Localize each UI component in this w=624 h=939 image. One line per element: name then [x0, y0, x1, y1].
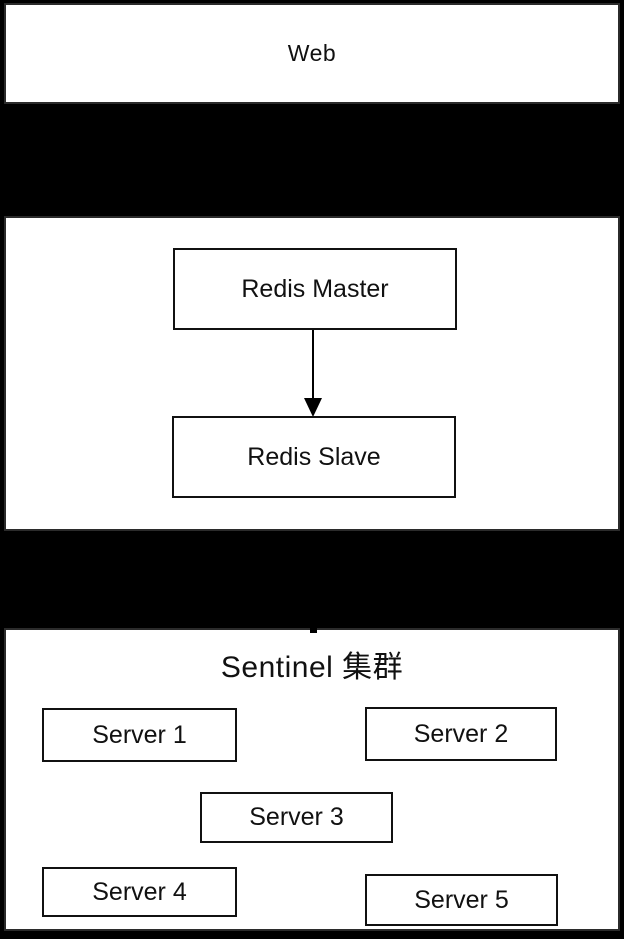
server-5-box: Server 5	[365, 874, 558, 926]
sentinel-panel: Sentinel 集群 Server 1 Server 2 Server 3 S…	[4, 628, 620, 931]
server-1-box: Server 1	[42, 708, 237, 762]
arrow-down-icon	[304, 330, 322, 417]
web-label: Web	[287, 40, 337, 66]
server-4-box: Server 4	[42, 867, 237, 917]
sentinel-title: Sentinel 集群	[220, 651, 404, 684]
server-2-label: Server 2	[413, 719, 509, 748]
connector-notch	[310, 628, 317, 633]
redis-master-label: Redis Master	[241, 274, 389, 303]
server-5-label: Server 5	[414, 885, 509, 914]
server-3-label: Server 3	[249, 803, 344, 831]
web-panel: Web	[4, 3, 620, 104]
redis-slave-label: Redis Slave	[247, 442, 381, 471]
redis-slave-box: Redis Slave	[172, 416, 456, 498]
server-4-label: Server 4	[92, 877, 187, 906]
server-3-box: Server 3	[200, 792, 393, 843]
server-1-label: Server 1	[92, 720, 187, 749]
redis-master-box: Redis Master	[173, 248, 457, 330]
server-2-box: Server 2	[365, 707, 557, 761]
redis-panel: Redis Master Redis Slave	[4, 216, 620, 531]
